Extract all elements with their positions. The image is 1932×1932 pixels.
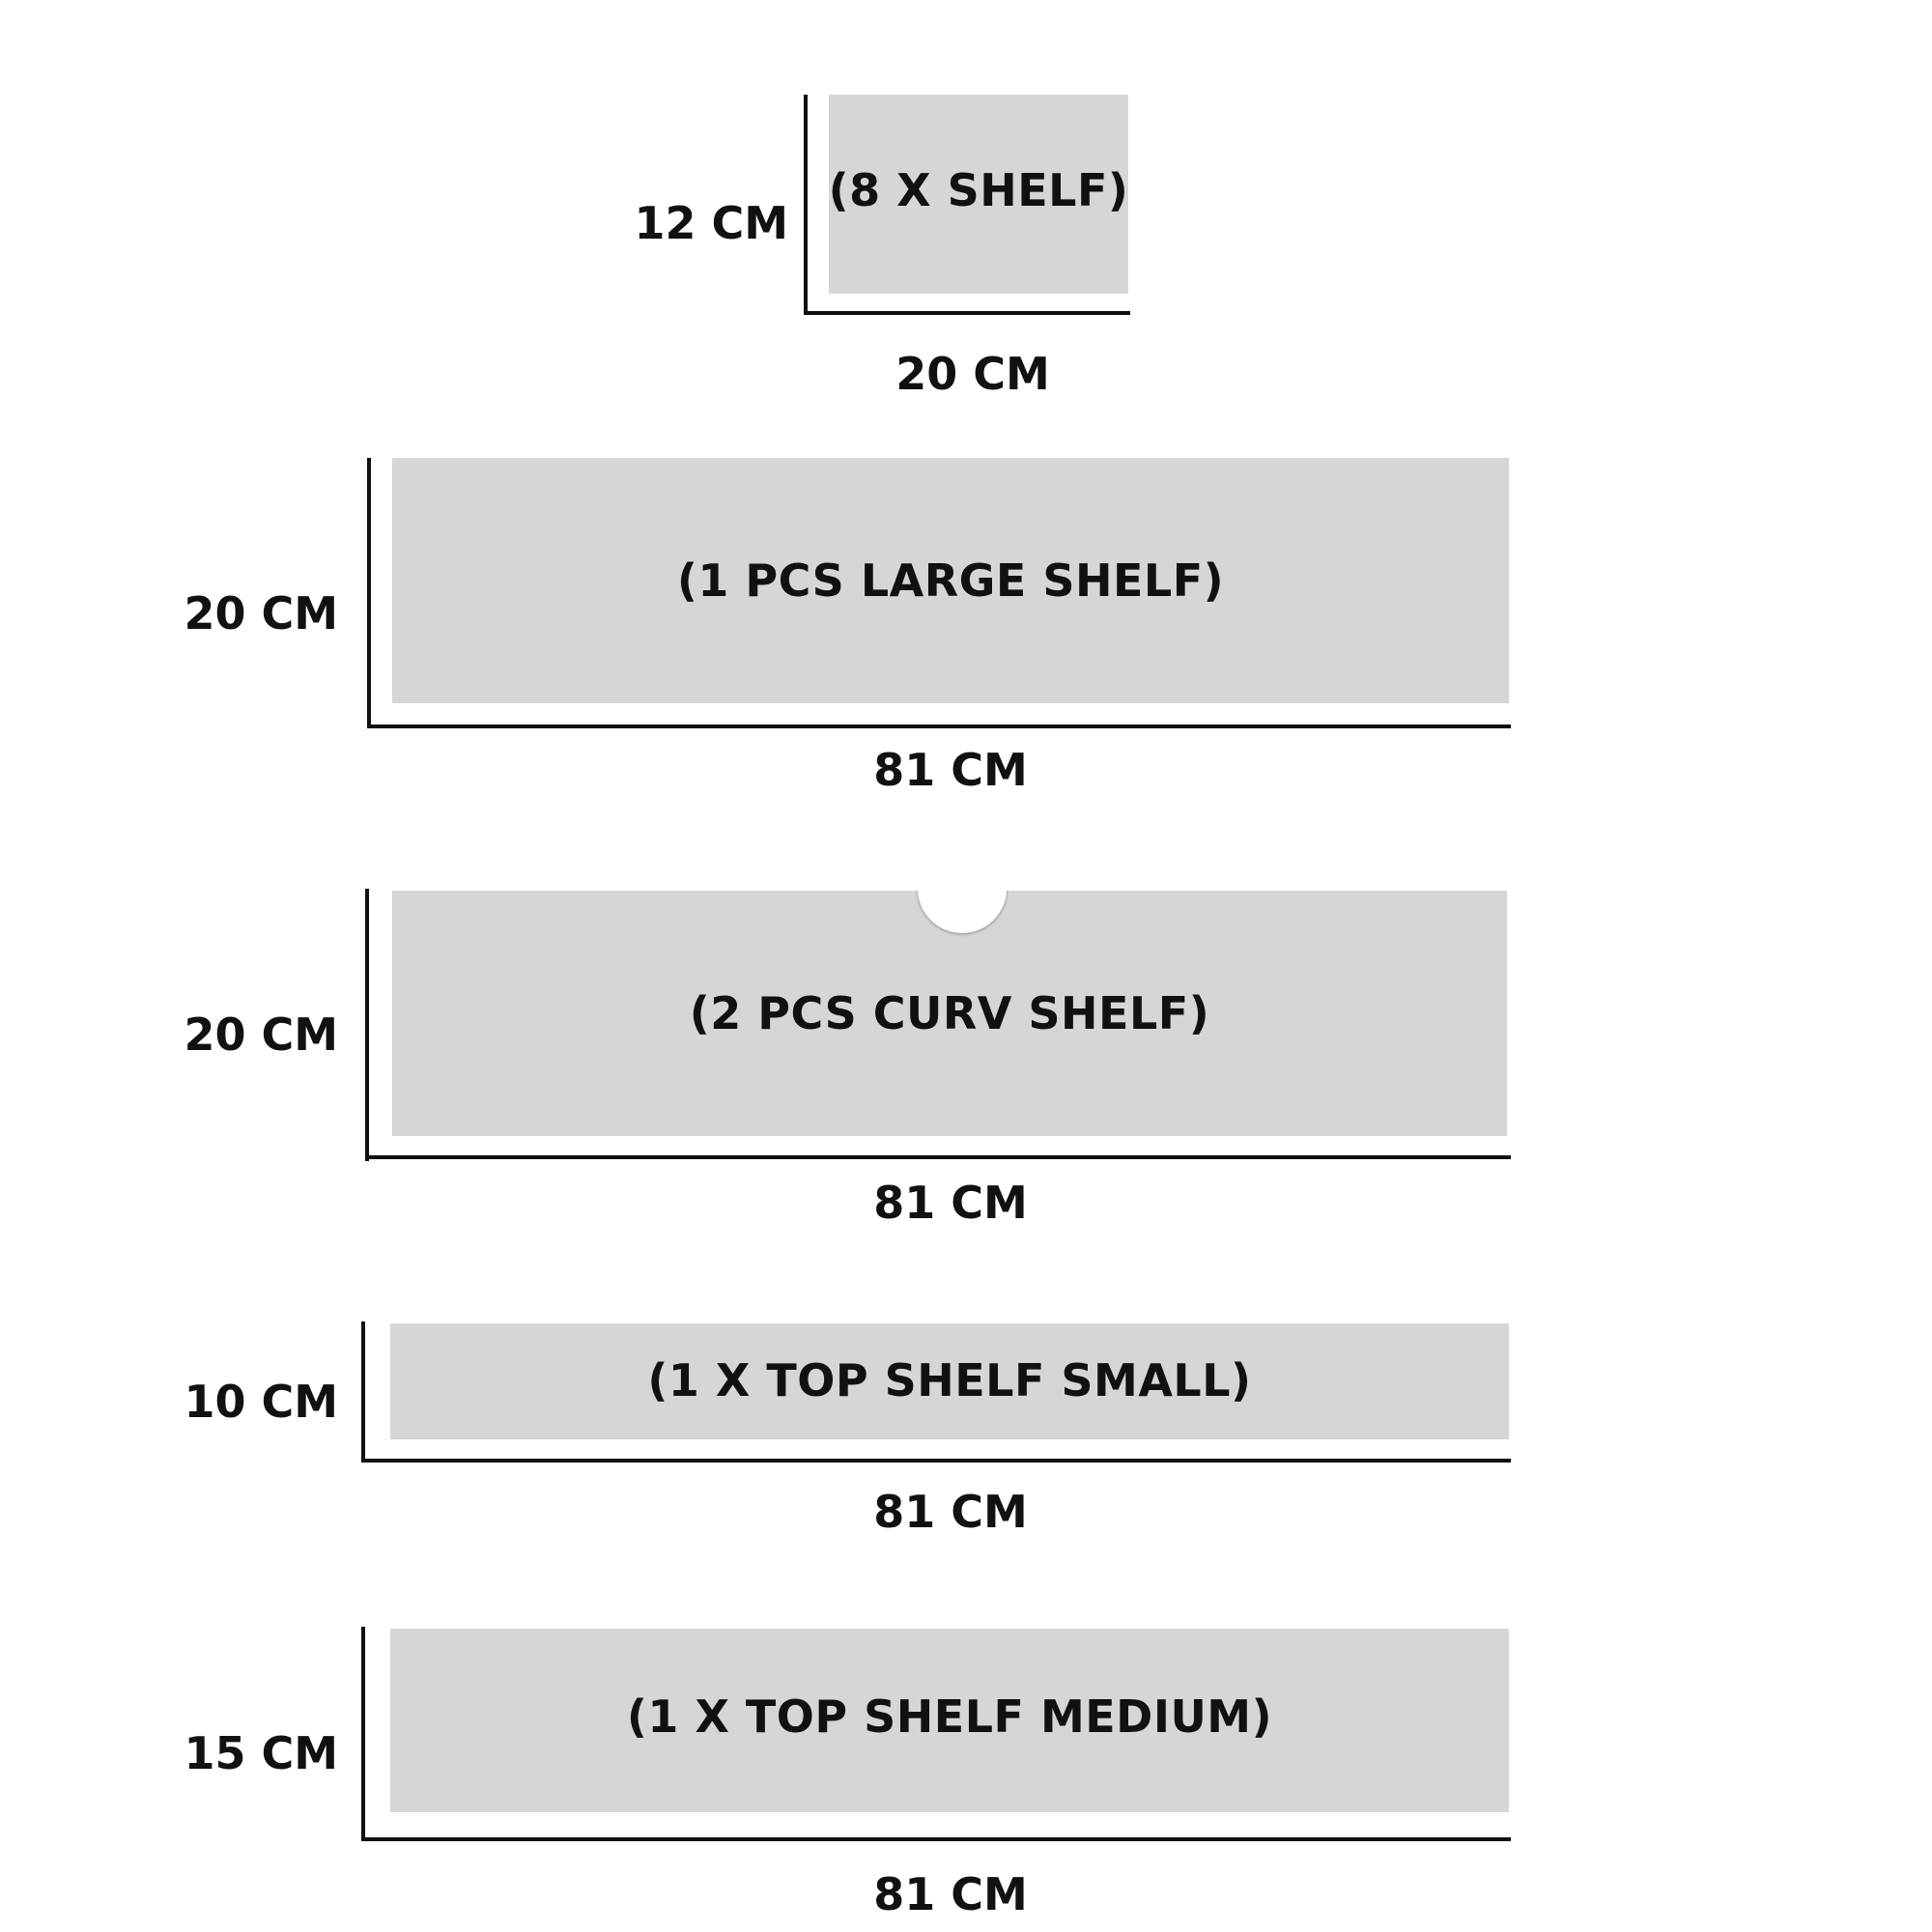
shelf-small-panel: (8 X SHELF) bbox=[829, 95, 1128, 294]
shelf-top-medium-height-label: 15 CM bbox=[184, 1727, 338, 1779]
shelf-top-small-width-axis bbox=[361, 1459, 1511, 1463]
shelf-top-small-label: (1 X TOP SHELF SMALL) bbox=[647, 1354, 1252, 1406]
shelf-top-small-width-label: 81 CM bbox=[873, 1486, 1028, 1538]
shelf-top-small-height-axis bbox=[361, 1321, 365, 1463]
shelf-large-height-label: 20 CM bbox=[184, 587, 338, 639]
shelf-curv-height-axis bbox=[365, 889, 369, 1161]
shelf-small-height-axis bbox=[804, 95, 808, 315]
shelf-top-medium-width-label: 81 CM bbox=[873, 1868, 1028, 1920]
shelf-small-height-label: 12 CM bbox=[634, 197, 788, 249]
shelf-curv-label: (2 PCS CURV SHELF) bbox=[689, 987, 1210, 1039]
shelf-curv-width-label: 81 CM bbox=[873, 1177, 1028, 1229]
shelf-top-medium-width-axis bbox=[361, 1837, 1511, 1841]
shelf-top-medium-label: (1 X TOP SHELF MEDIUM) bbox=[626, 1690, 1273, 1743]
shelf-top-small-panel: (1 X TOP SHELF SMALL) bbox=[390, 1323, 1509, 1439]
shelf-large-height-axis bbox=[367, 458, 371, 728]
shelf-curv-width-axis bbox=[365, 1155, 1511, 1159]
shelf-curv-height-label: 20 CM bbox=[184, 1009, 338, 1061]
shelf-large-label: (1 PCS LARGE SHELF) bbox=[676, 554, 1225, 607]
shelf-large-width-label: 81 CM bbox=[873, 744, 1028, 796]
shelf-large-width-axis bbox=[367, 724, 1511, 728]
shelf-small-width-label: 20 CM bbox=[895, 348, 1050, 400]
shelf-large-panel: (1 PCS LARGE SHELF) bbox=[392, 458, 1509, 703]
shelf-small-label: (8 X SHELF) bbox=[828, 164, 1129, 216]
shelf-top-small-height-label: 10 CM bbox=[184, 1376, 338, 1428]
shelf-small-width-axis bbox=[804, 311, 1130, 315]
shelf-top-medium-height-axis bbox=[361, 1627, 365, 1841]
shelf-curv-notch-mask bbox=[908, 831, 1016, 891]
shelf-top-medium-panel: (1 X TOP SHELF MEDIUM) bbox=[390, 1629, 1509, 1812]
